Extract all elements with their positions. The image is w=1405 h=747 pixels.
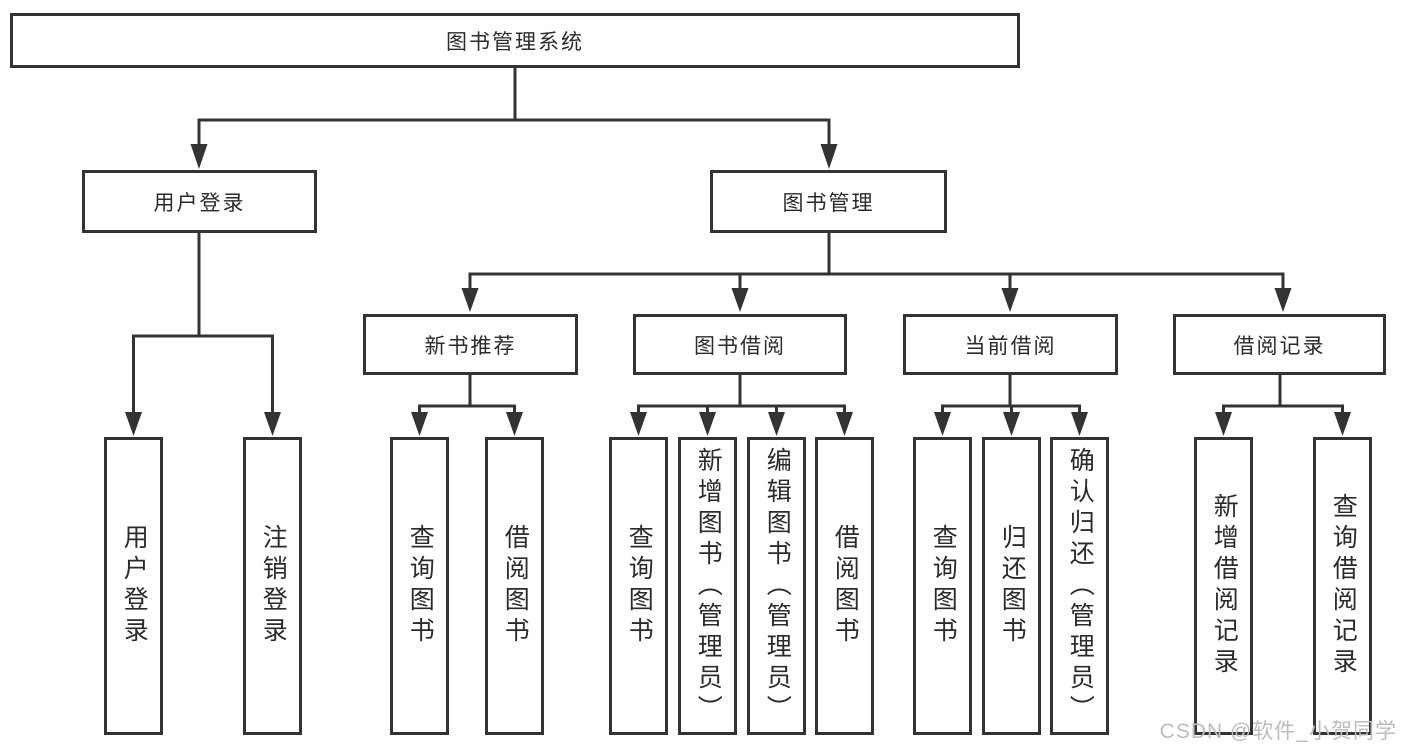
node-label: 查询图书 [929,524,958,648]
leaf-query-book-current: 查询图书 [913,437,972,735]
node-label: 借阅图书 [501,524,530,648]
node-label: 图书管理 [782,191,875,215]
node-label: 新增图书（管理员） [694,446,723,726]
node-label: 归还图书 [998,524,1027,648]
node-label: 注销登录 [259,524,288,648]
node-book-borrow: 图书借阅 [633,314,847,375]
leaf-confirm-return-admin: 确认归还（管理员） [1050,437,1109,735]
node-label: 查询借阅记录 [1329,493,1358,679]
csdn-watermark: CSDN @软件_小贺同学 [1159,720,1397,743]
node-user-login: 用户登录 [82,170,317,233]
node-label: 查询图书 [625,524,654,648]
node-label: 借阅图书 [831,524,860,648]
node-label: 用户登录 [120,524,149,648]
node-label: 新书推荐 [424,334,517,358]
leaf-logout: 注销登录 [243,437,302,735]
node-label: 确认归还（管理员） [1066,446,1095,726]
node-label: 借阅记录 [1233,334,1326,358]
node-label: 用户登录 [153,191,246,215]
leaf-add-book-admin: 新增图书（管理员） [678,437,737,735]
node-label: 编辑图书（管理员） [763,446,792,726]
node-borrow-record: 借阅记录 [1173,314,1386,375]
leaf-edit-book-admin: 编辑图书（管理员） [747,437,806,735]
leaf-query-borrow-record: 查询借阅记录 [1313,437,1372,735]
leaf-query-book-newrec: 查询图书 [390,437,449,735]
leaf-borrow-book-borrow: 借阅图书 [815,437,874,735]
node-current-borrow: 当前借阅 [903,314,1118,375]
leaf-user-login: 用户登录 [104,437,163,735]
node-label: 图书借阅 [694,334,786,358]
node-book-management: 图书管理 [710,170,947,233]
node-label: 图书管理系统 [446,30,584,54]
node-label: 查询图书 [406,524,435,648]
leaf-add-borrow-record: 新增借阅记录 [1194,437,1253,735]
leaf-borrow-book-newrec: 借阅图书 [485,437,544,735]
node-root-library-system: 图书管理系统 [10,13,1020,68]
leaf-query-book-borrow: 查询图书 [609,437,668,735]
arrowheads [125,144,1351,436]
node-label: 新增借阅记录 [1210,493,1239,679]
node-label: 当前借阅 [964,334,1057,358]
leaf-return-book: 归还图书 [982,437,1041,735]
node-new-book-recommend: 新书推荐 [363,314,578,375]
